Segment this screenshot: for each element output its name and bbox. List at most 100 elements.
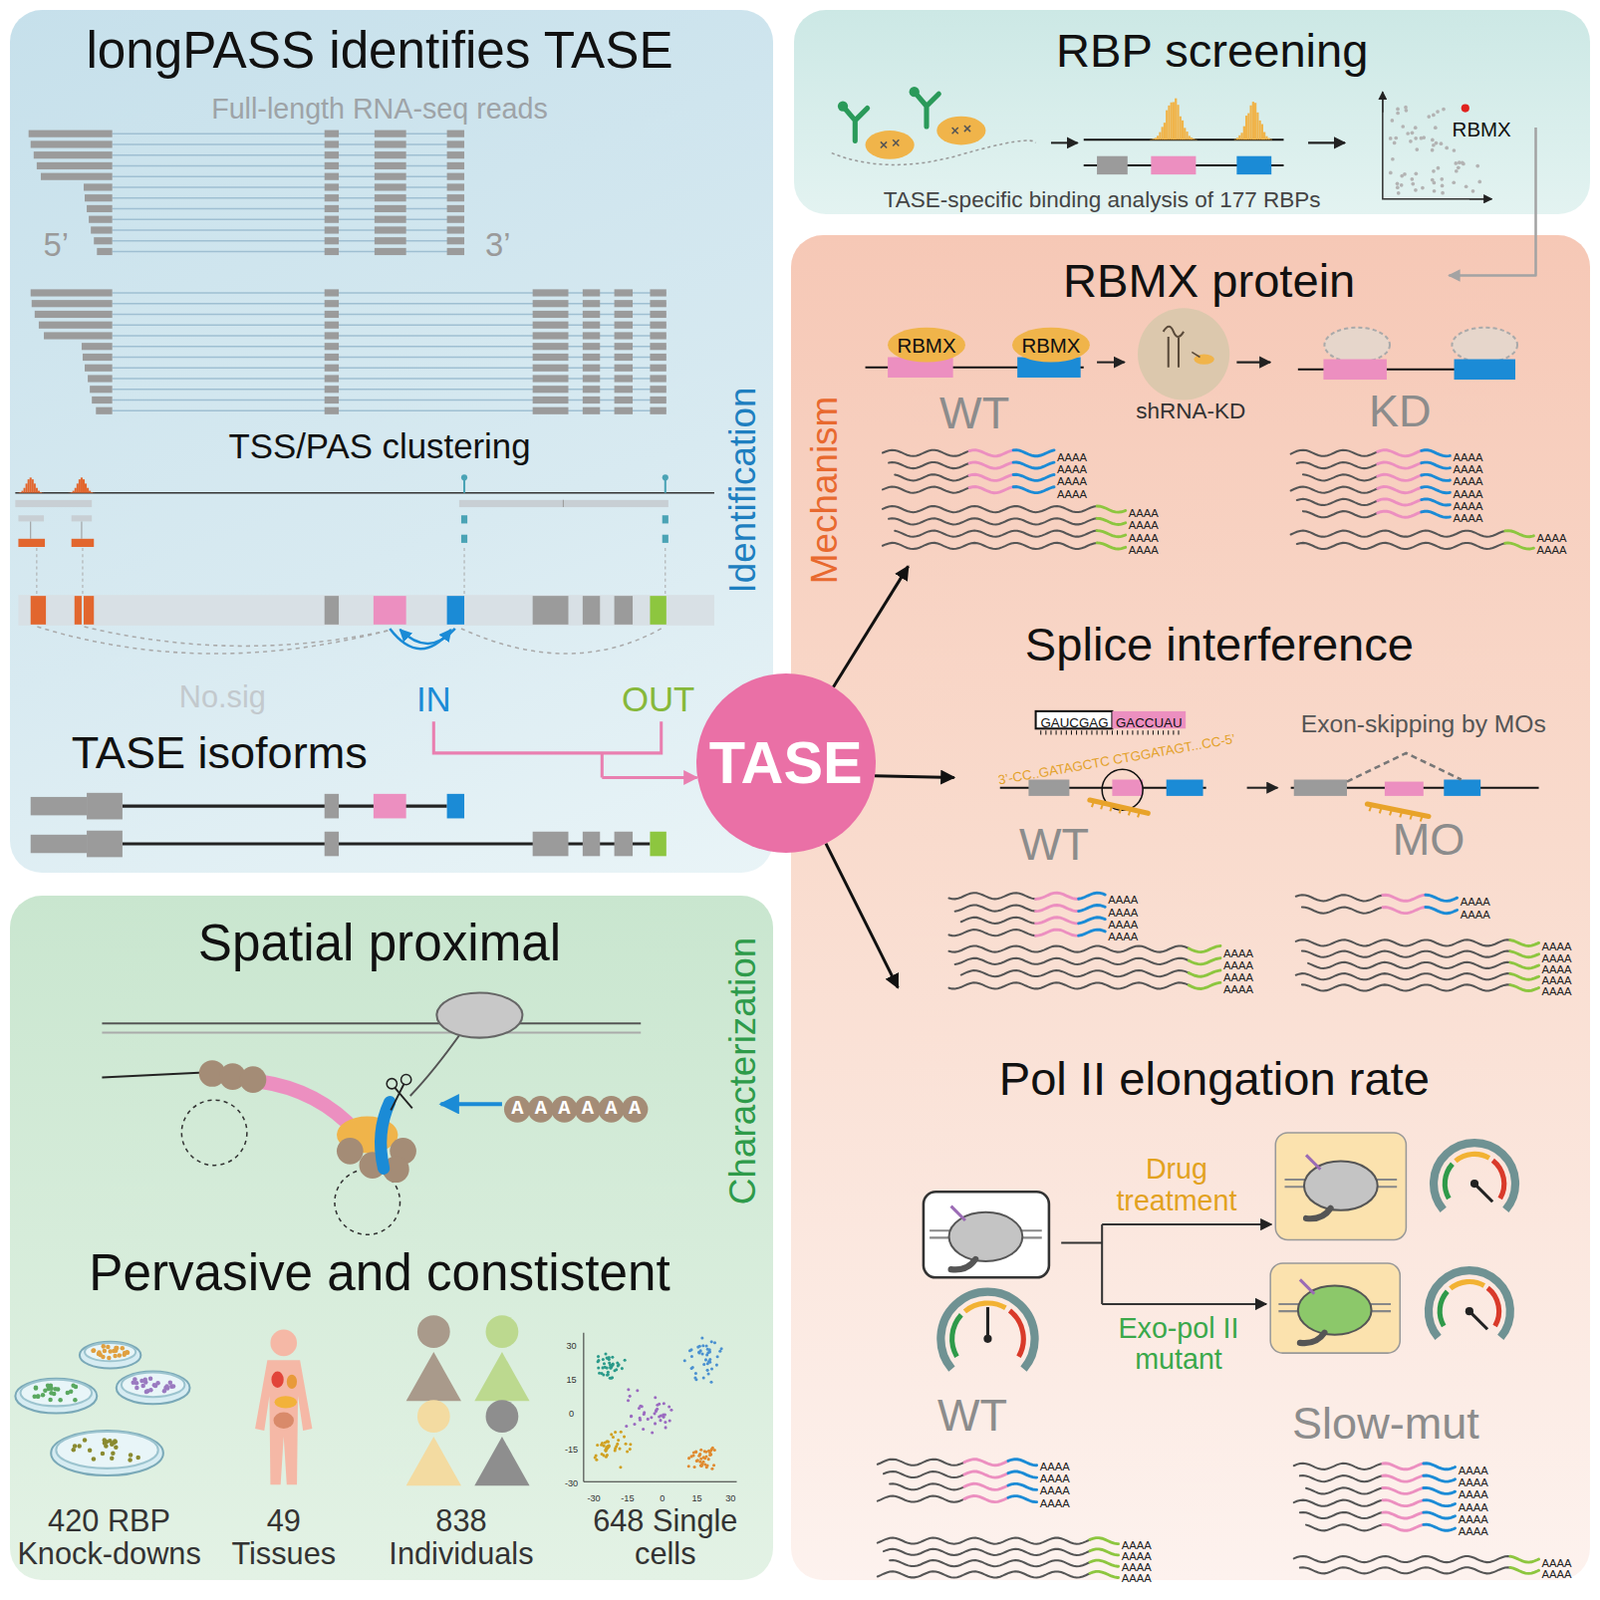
nucleosome-bead bbox=[240, 1066, 267, 1093]
axis-tick: 30 bbox=[725, 1493, 736, 1504]
person-icon bbox=[486, 1399, 520, 1433]
pairing-tick bbox=[1111, 730, 1113, 735]
data-dot bbox=[1395, 181, 1400, 186]
read-exon bbox=[324, 385, 339, 393]
read-exon bbox=[447, 162, 465, 170]
cell-dot bbox=[68, 1388, 74, 1394]
exon-block bbox=[1323, 359, 1387, 380]
rna-strand bbox=[1300, 1567, 1511, 1574]
exon-block bbox=[324, 794, 339, 819]
rna-strand bbox=[1510, 985, 1540, 992]
tss-peak bbox=[72, 491, 75, 494]
data-dot bbox=[1410, 131, 1415, 136]
data-dot bbox=[1400, 124, 1405, 129]
petri-dish bbox=[14, 1378, 97, 1414]
read-exon bbox=[82, 353, 113, 361]
organ bbox=[274, 1395, 298, 1408]
panel-title: longPASS identifies TASE bbox=[85, 22, 673, 79]
label: MO bbox=[1392, 814, 1466, 865]
tss-peak bbox=[78, 479, 81, 494]
cell-dot bbox=[127, 1457, 133, 1463]
caption-text: TASE-specific binding analysis of 177 RB… bbox=[883, 187, 1322, 213]
scatter-dot bbox=[708, 1451, 712, 1455]
tss-peak bbox=[74, 488, 77, 494]
exon-block bbox=[649, 595, 666, 625]
data-dot bbox=[1396, 191, 1401, 196]
gauge-pivot bbox=[1465, 1307, 1474, 1316]
axis-tick: 15 bbox=[565, 1374, 576, 1385]
data-dot bbox=[1456, 165, 1461, 170]
panel: RBP screeningTASE-specific binding analy… bbox=[794, 9, 1591, 215]
scatter-dot bbox=[710, 1467, 714, 1471]
rna-strand bbox=[1505, 542, 1535, 549]
tss-peak bbox=[92, 492, 95, 494]
scatter-dot bbox=[607, 1444, 611, 1448]
intron-line bbox=[112, 186, 465, 188]
rna-strand bbox=[961, 970, 1189, 977]
pairing-tick bbox=[1126, 730, 1128, 735]
axis-tick: 30 bbox=[565, 1340, 576, 1351]
pol-box bbox=[1275, 1132, 1406, 1241]
data-dot bbox=[1440, 184, 1445, 189]
rna-strand bbox=[889, 1483, 965, 1490]
rna-strand bbox=[1089, 1571, 1119, 1578]
read-exon bbox=[533, 385, 569, 393]
rna-strand bbox=[1302, 984, 1511, 991]
read-exon bbox=[374, 173, 407, 181]
rna-strand bbox=[1421, 499, 1451, 506]
cluster-mark bbox=[662, 534, 669, 543]
organ bbox=[272, 1412, 293, 1429]
label: IN bbox=[416, 679, 452, 718]
person-icon bbox=[474, 1436, 530, 1486]
read-exon bbox=[649, 385, 666, 393]
highlight-dot bbox=[1461, 103, 1470, 112]
polya-tail: AAAA bbox=[1542, 1557, 1573, 1570]
tss-peak bbox=[82, 479, 85, 494]
cell-dot bbox=[109, 1456, 115, 1462]
rna-strand bbox=[1421, 462, 1451, 469]
gauge-needle bbox=[986, 1307, 990, 1339]
read-exon bbox=[38, 321, 113, 329]
pairing-tick bbox=[1147, 730, 1149, 735]
rna-strand bbox=[1382, 894, 1426, 901]
read-exon bbox=[324, 130, 339, 138]
rna-strand bbox=[1291, 450, 1378, 457]
scatter-dot bbox=[601, 1357, 605, 1361]
label: Drug treatment bbox=[1099, 1154, 1254, 1218]
polya-tail: AAAA bbox=[1458, 1476, 1489, 1489]
rna-line bbox=[831, 140, 1037, 165]
read-exon bbox=[324, 321, 339, 329]
rna-strand bbox=[961, 917, 1037, 924]
gauge-ring bbox=[1433, 1142, 1516, 1210]
human-figure bbox=[269, 1330, 297, 1357]
step-arrow bbox=[1247, 787, 1279, 790]
read-exon bbox=[324, 226, 339, 234]
rna-strand bbox=[1421, 487, 1451, 494]
read-exon bbox=[374, 194, 407, 202]
rna-strand bbox=[964, 1496, 1009, 1503]
tick bbox=[29, 521, 31, 538]
blue-arrow bbox=[440, 1101, 502, 1106]
petri-dish bbox=[121, 1372, 186, 1398]
coverage-bar bbox=[1268, 138, 1271, 141]
data-dot bbox=[1434, 141, 1439, 146]
cell-dot bbox=[57, 1397, 63, 1403]
scatter-dot bbox=[692, 1450, 696, 1454]
scatter-dot bbox=[692, 1453, 696, 1457]
data-dot bbox=[1436, 166, 1441, 171]
data-dot bbox=[1388, 171, 1393, 176]
read-exon bbox=[89, 385, 113, 393]
rna-strand bbox=[1296, 973, 1511, 980]
data-dot bbox=[1413, 136, 1418, 141]
hub-circle: TASE bbox=[696, 673, 876, 853]
scatter-dot bbox=[713, 1448, 717, 1452]
petri-dish bbox=[84, 1342, 136, 1361]
gauge-band bbox=[1487, 1288, 1499, 1327]
rna-strand bbox=[882, 450, 970, 457]
cell-dot bbox=[72, 1443, 78, 1449]
rna-strand bbox=[1294, 1500, 1383, 1507]
read-exon bbox=[324, 364, 339, 372]
data-dot bbox=[1399, 183, 1404, 188]
rna-strand bbox=[964, 1471, 1009, 1478]
exon-block bbox=[324, 595, 339, 625]
